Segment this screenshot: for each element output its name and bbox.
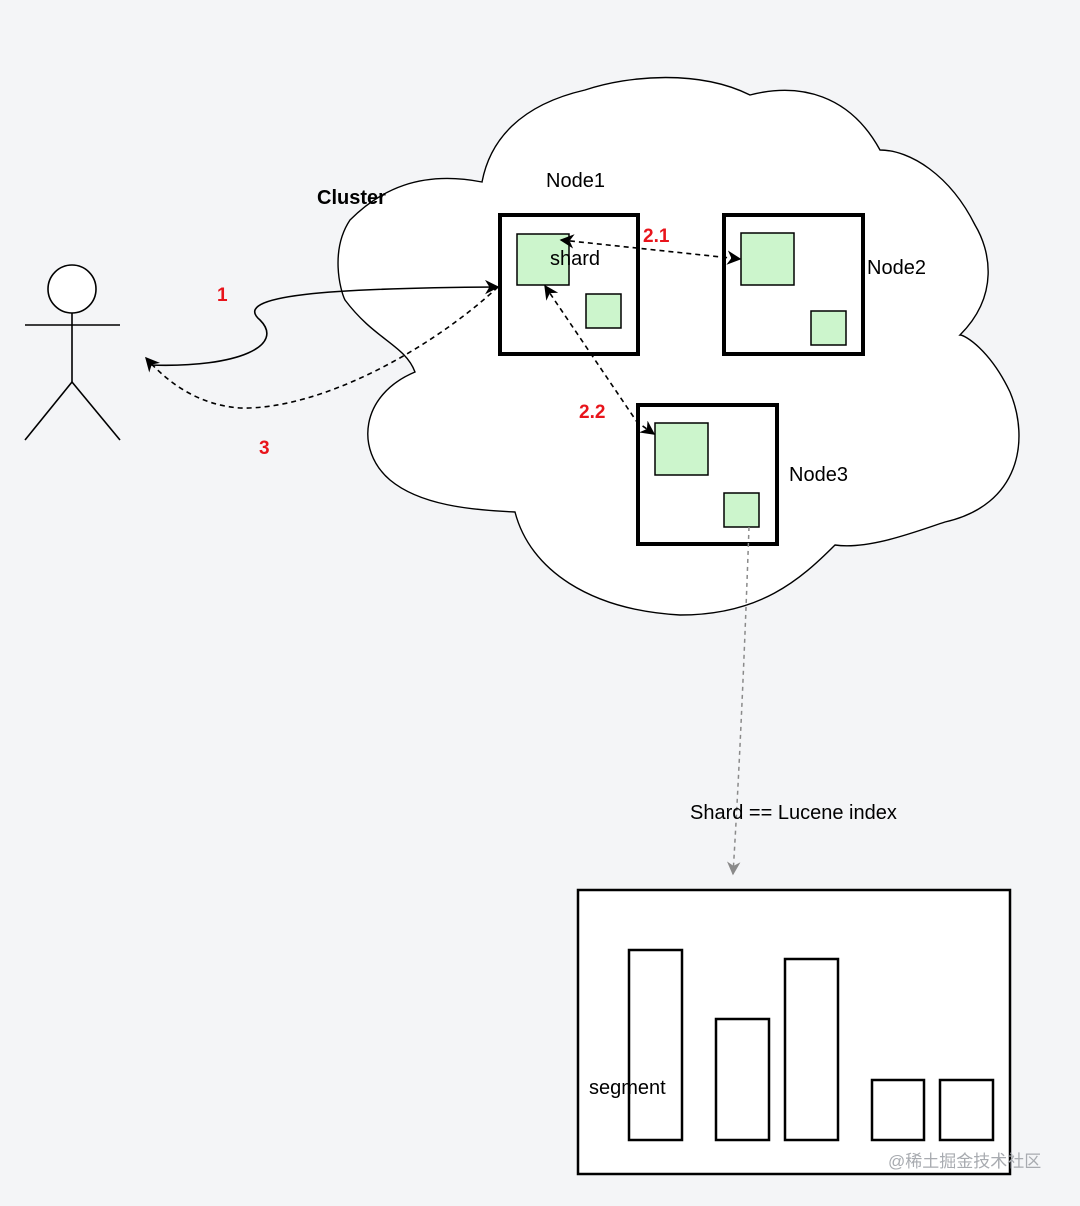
response-arrow [145, 286, 499, 409]
step-2-1-label: 2.1 [643, 226, 670, 247]
step-1-label: 1 [217, 285, 228, 306]
shard-node2-replica [810, 310, 847, 346]
node3-label: Node3 [789, 464, 848, 486]
segment-bar [938, 1078, 995, 1142]
segment-bar [627, 948, 684, 1142]
segments [627, 948, 995, 1142]
cluster-label: Cluster [317, 187, 386, 209]
cluster-cloud [337, 76, 1020, 616]
replicate-arrow-node2 [559, 234, 742, 265]
segment-bar [870, 1078, 926, 1142]
user-icon [24, 264, 121, 441]
node1-label: Node1 [546, 170, 605, 192]
replicate-arrow-node3 [544, 284, 656, 435]
segment-label: segment [589, 1077, 666, 1099]
request-arrow [149, 279, 500, 367]
shard-node3-primary [654, 422, 709, 476]
shard-node2-primary [740, 232, 795, 286]
node2-label: Node2 [867, 257, 926, 279]
lucene-relation-label: Shard == Lucene index [690, 802, 897, 824]
step-3-label: 3 [259, 438, 270, 459]
segment-bar [714, 1017, 771, 1142]
step-2-2-label: 2.2 [579, 402, 605, 423]
shard-node3-replica [723, 492, 760, 528]
segment-bar [783, 957, 840, 1142]
shard-label: shard [550, 248, 600, 270]
watermark: @稀土掘金技术社区 [888, 1152, 1041, 1171]
shard-node1-replica [585, 293, 622, 329]
